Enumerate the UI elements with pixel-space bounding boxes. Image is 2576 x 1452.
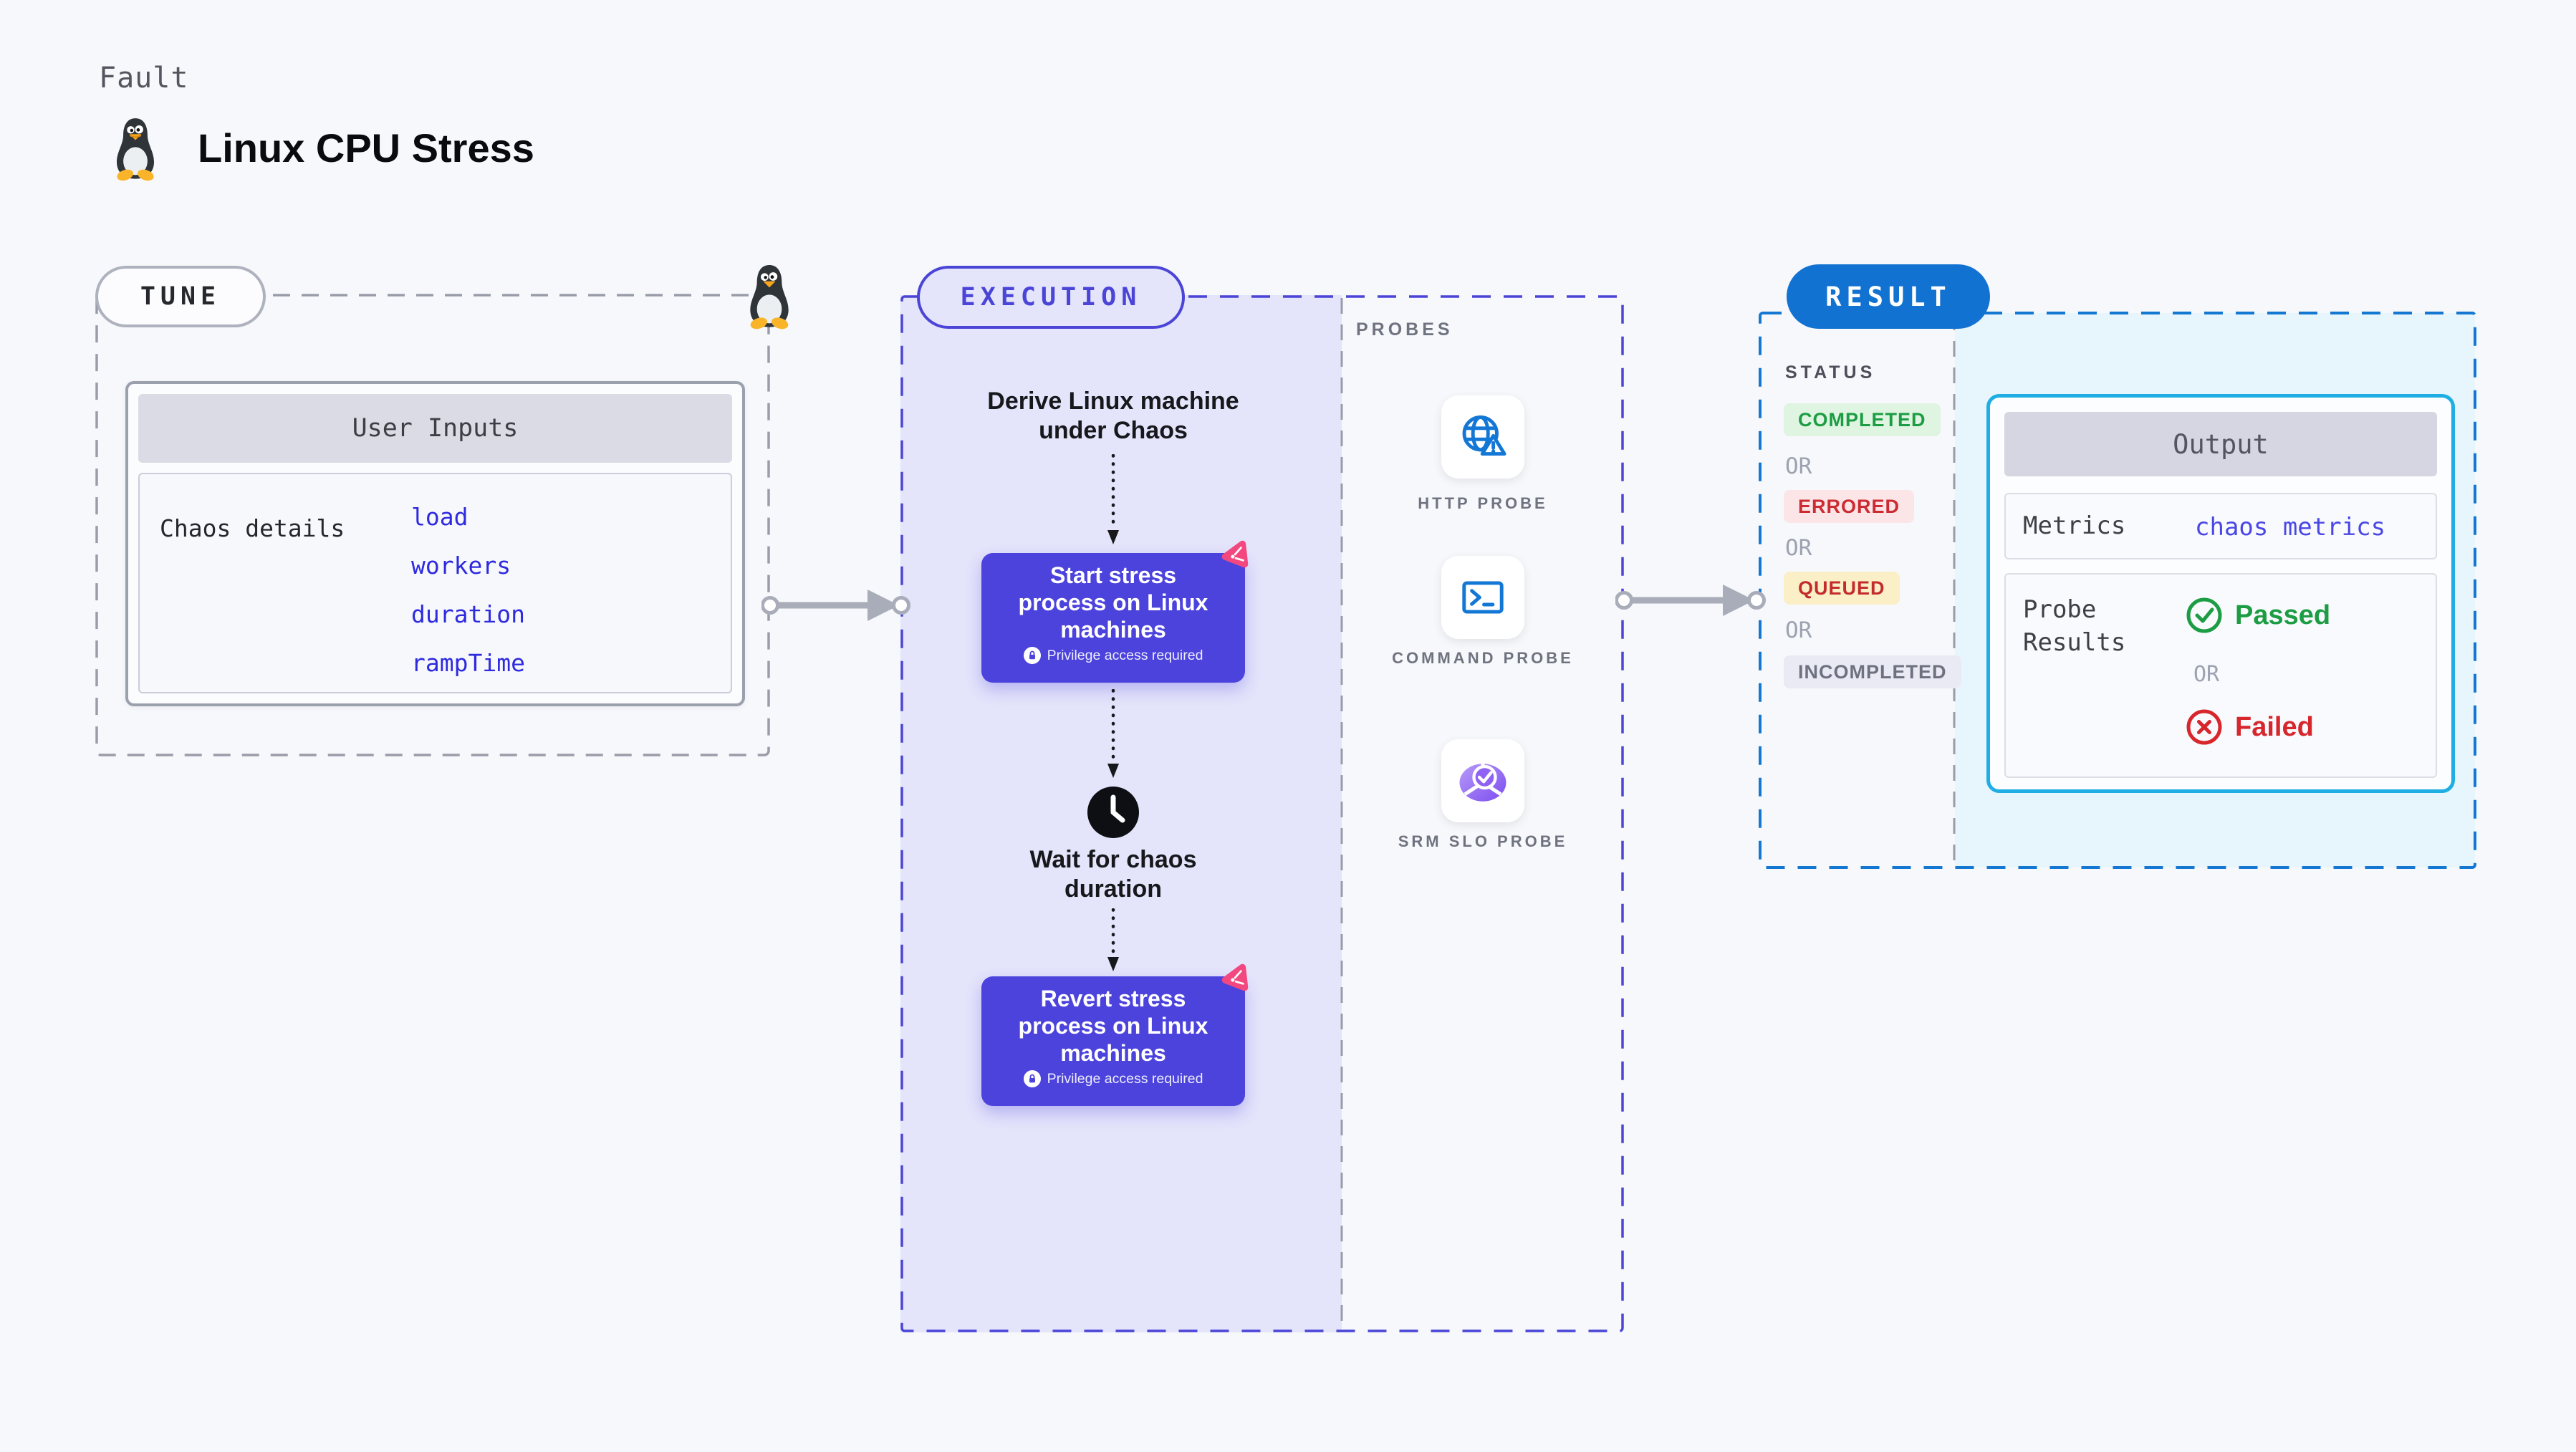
check-circle-icon [2186,597,2222,633]
chaos-details-label: Chaos details [160,514,345,542]
or-label: OR [1785,535,1812,561]
status-badge-completed: COMPLETED [1784,403,1941,436]
x-circle-icon [2186,709,2222,745]
execution-box [900,295,1624,1332]
status-badge-errored: ERRORED [1784,490,1915,523]
tux-linux-icon-small [750,265,789,330]
connector-arrow-execution-result [1615,585,1766,616]
status-heading: STATUS [1785,362,1876,383]
output-card: Output Metrics chaos metrics Probe Resul… [1986,394,2455,793]
derive-machine-label: Derive Linux machine under Chaos [987,388,1239,444]
probe-card-http[interactable] [1441,395,1524,479]
connector-arrow-tune-execution [761,590,910,621]
probe-results-label: Probe Results [2023,595,2126,657]
probe-label-command: COMMAND PROBE [1392,649,1574,667]
passed-label: Passed [2235,600,2331,630]
chaos-fault-icon [1221,963,1249,991]
privilege-access-label: Privilege access required [1047,1070,1203,1087]
flow-arrow-1 [1107,454,1119,544]
tux-linux-icon [117,118,154,181]
input-link-load[interactable]: load [411,503,468,531]
terminal-icon [1462,581,1504,614]
start-stress-label: Start stress process on Linux machines [1018,562,1208,643]
tune-box [95,294,770,756]
probes-heading: PROBES [1356,319,1453,340]
chaos-fault-icon [1221,540,1249,568]
or-label: OR [1785,453,1812,479]
chaos-metrics-link[interactable]: chaos metrics [2195,513,2386,542]
flow-arrow-3 [1107,908,1119,971]
metrics-row: Metrics chaos metrics [2004,493,2437,559]
user-inputs-card: User Inputs Chaos details load workers d… [125,381,745,706]
user-inputs-body [138,473,732,693]
probe-results-row: Probe Results Passed OR Failed [2004,573,2437,778]
metrics-label: Metrics [2023,511,2126,540]
status-badge-incompleted: INCOMPLETED [1784,655,1961,688]
revert-stress-label: Revert stress process on Linux machines [1018,986,1208,1066]
execution-pill: EXECUTION [917,266,1185,329]
start-stress-button[interactable]: Start stress process on Linux machines P… [981,553,1245,683]
failed-label: Failed [2235,711,2314,742]
probe-label-http: HTTP PROBE [1418,494,1548,512]
probe-card-srm-slo[interactable] [1441,739,1524,822]
failed-result: Failed [2185,708,2314,746]
probe-card-command[interactable] [1441,556,1524,639]
privilege-access-label: Privilege access required [1047,647,1203,663]
or-label: OR [1785,617,1812,643]
lock-icon [1023,1070,1041,1087]
or-label: OR [2193,662,2220,687]
user-inputs-header: User Inputs [138,394,732,463]
page-title: Linux CPU Stress [198,125,534,170]
wait-duration-label: Wait for chaos duration [1029,846,1197,903]
fault-kicker: Fault [99,62,189,95]
pie-check-icon [1459,763,1506,802]
lock-icon [1023,647,1041,664]
status-badge-queued: QUEUED [1784,572,1900,605]
passed-result: Passed [2185,596,2330,635]
input-link-workers[interactable]: workers [411,552,511,580]
input-link-duration[interactable]: duration [411,600,525,628]
probe-label-srm-slo: SRM SLO PROBE [1398,832,1568,850]
tune-pill: TUNE [95,266,266,327]
output-header: Output [2004,412,2437,476]
flow-arrow-2 [1107,689,1119,778]
result-pill: RESULT [1787,264,1990,329]
result-box [1759,312,2476,869]
input-link-ramptime[interactable]: rampTime [411,649,525,677]
clock-icon [1087,787,1139,838]
globe-alert-icon [1462,415,1506,456]
revert-stress-button[interactable]: Revert stress process on Linux machines … [981,976,1245,1106]
